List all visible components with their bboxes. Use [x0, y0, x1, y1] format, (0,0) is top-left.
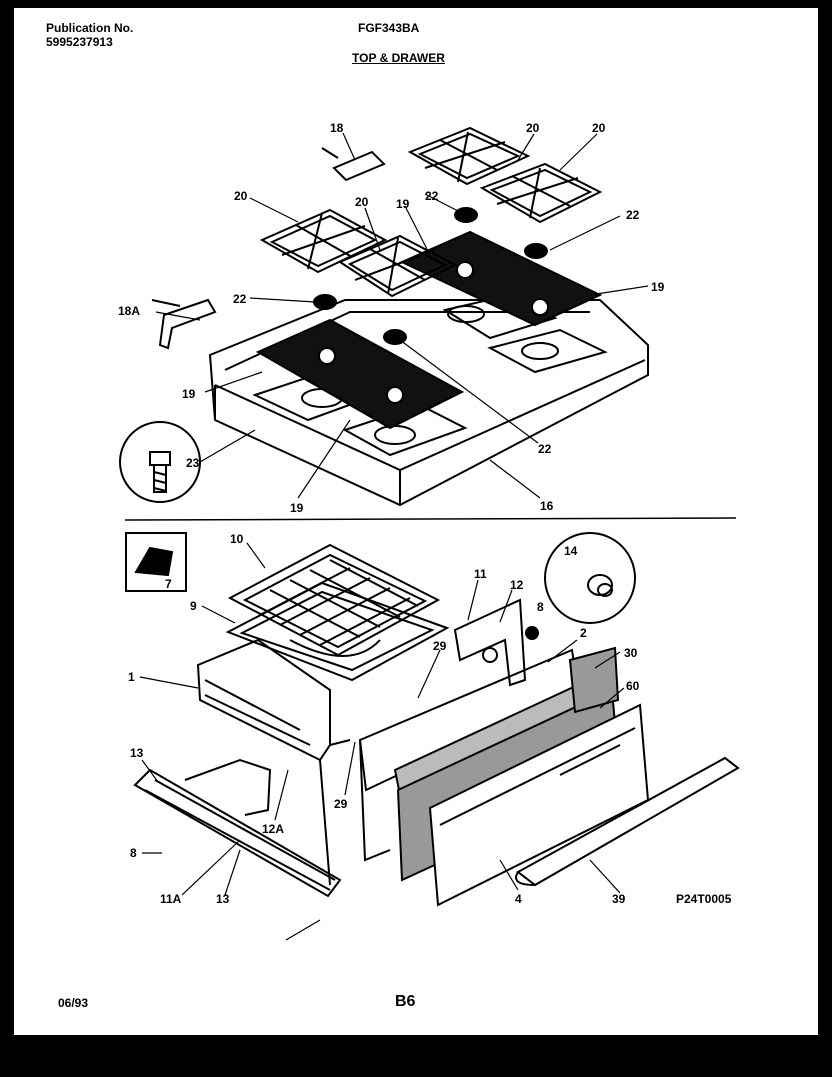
grates — [259, 126, 603, 298]
drawer-slide-13 — [133, 758, 342, 898]
burner-caps — [313, 207, 548, 345]
knob-14-inset — [544, 532, 636, 624]
scan-border-top — [0, 0, 832, 8]
control-bracket-18a — [151, 298, 217, 350]
callout-10: 10 — [230, 532, 244, 546]
callout-22-cap-front: 22 — [538, 442, 552, 456]
burner-plate-right — [399, 230, 603, 327]
callout-18a: 18A — [118, 304, 140, 318]
callout-9: 9 — [190, 599, 197, 613]
burner-plate-left — [255, 318, 465, 430]
callout-30: 30 — [624, 646, 638, 660]
callout-8-lower: 8 — [130, 846, 137, 860]
page-number: B6 — [395, 993, 416, 1010]
broiler-grid-10 — [227, 543, 441, 657]
callout-13-lower: 13 — [216, 892, 230, 906]
callout-13-upper: 13 — [130, 746, 144, 760]
model-number: FGF343BA — [358, 21, 420, 35]
callout-23: 23 — [186, 456, 200, 470]
drawer-frame-1 — [196, 638, 351, 886]
diagram-code: P24T0005 — [676, 892, 732, 906]
callout-18-top-bracket: 18 — [330, 121, 344, 135]
callout-20-grate-left: 20 — [234, 189, 248, 203]
callout-20-grate-right: 20 — [592, 121, 606, 135]
callout-2: 2 — [580, 626, 587, 640]
publication-number: 5995237913 — [46, 35, 113, 49]
callout-20-grate-center: 20 — [355, 195, 369, 209]
callout-19-plate-top: 19 — [396, 197, 410, 211]
callout-60: 60 — [626, 679, 640, 693]
control-bracket-18 — [321, 147, 386, 182]
footer-date: 06/93 — [58, 996, 89, 1010]
callout-19-plate-right: 19 — [651, 280, 665, 294]
callout-4: 4 — [515, 892, 522, 906]
callout-22-cap-left: 22 — [233, 292, 247, 306]
hinge-brackets — [453, 598, 539, 687]
callout-7: 7 — [165, 577, 172, 591]
callout-8-upper: 8 — [537, 600, 544, 614]
section-title: TOP & DRAWER — [352, 51, 445, 65]
callout-22-cap-top: 22 — [425, 189, 439, 203]
callout-12: 12 — [510, 578, 524, 592]
callout-22-cap-right: 22 — [626, 208, 640, 222]
callout-20-grate-top: 20 — [526, 121, 540, 135]
scan-border-left — [0, 0, 14, 1077]
callout-12a: 12A — [262, 822, 284, 836]
callout-14: 14 — [564, 544, 578, 558]
callout-16: 16 — [540, 499, 554, 513]
scan-border-bottom — [0, 1035, 832, 1077]
callout-29-lower: 29 — [334, 797, 348, 811]
part-7-inset — [125, 532, 187, 592]
callout-39: 39 — [612, 892, 626, 906]
drawer-handle-39 — [515, 756, 740, 887]
scan-border-right — [818, 0, 832, 1077]
publication-label: Publication No. — [46, 21, 134, 35]
leader-lines — [139, 132, 649, 941]
callout-19-plate-left: 19 — [182, 387, 196, 401]
callout-11: 11 — [474, 567, 487, 581]
callout-19-plate-bottom: 19 — [290, 501, 304, 515]
callout-11a: 11A — [160, 892, 182, 906]
callout-1: 1 — [128, 670, 135, 684]
broiler-pan-9 — [225, 581, 450, 682]
callout-29-upper: 29 — [433, 639, 447, 653]
